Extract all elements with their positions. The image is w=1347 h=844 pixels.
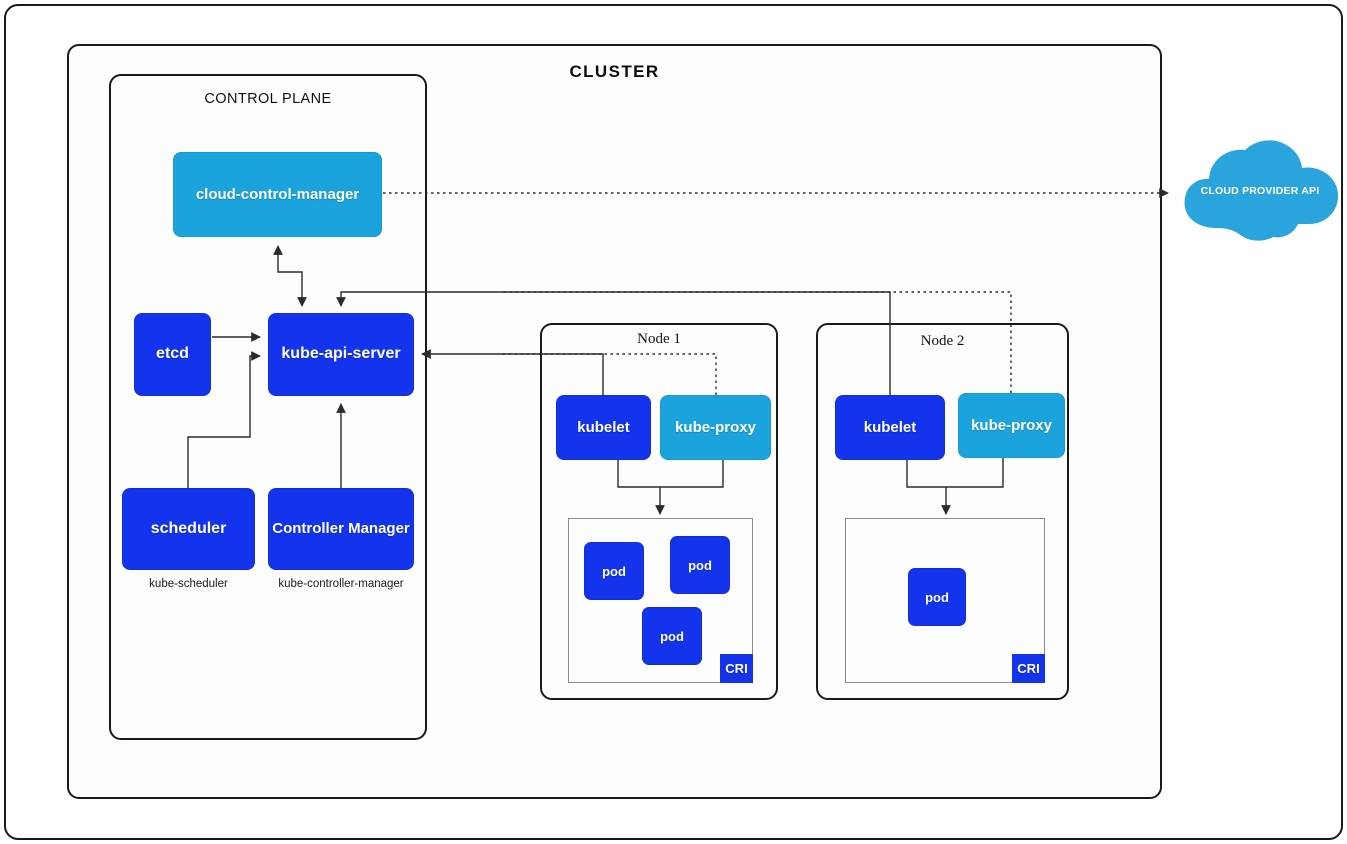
kube-api-server-box[interactable]: kube-api-server (268, 313, 414, 396)
node-2-title: Node 2 (920, 333, 965, 349)
cloud-icon (1184, 140, 1339, 241)
kube-controller-manager-sublabel: kube-controller-manager (278, 578, 404, 590)
control-plane-title: CONTROL PLANE (204, 91, 332, 107)
node-1-pod-1[interactable]: pod (584, 542, 644, 600)
node-1-kube-proxy-box[interactable]: kube-proxy (660, 395, 771, 460)
controller-manager-box[interactable]: Controller Manager (268, 488, 414, 570)
cluster-title: CLUSTER (569, 62, 660, 81)
node-2-kubelet-box[interactable]: kubelet (835, 395, 945, 460)
node-2-kube-proxy-box[interactable]: kube-proxy (958, 393, 1065, 458)
node-2-pod-1[interactable]: pod (908, 568, 966, 626)
node-1-cri-badge: CRI (720, 654, 753, 683)
node-1-pod-2[interactable]: pod (670, 536, 730, 594)
etcd-box[interactable]: etcd (134, 313, 211, 396)
kube-scheduler-sublabel: kube-scheduler (149, 578, 228, 590)
node-1-title: Node 1 (637, 331, 681, 347)
node-1-kubelet-box[interactable]: kubelet (556, 395, 651, 460)
node-2-cri-badge: CRI (1012, 654, 1045, 683)
cloud-provider-api-shape[interactable] (1172, 132, 1347, 257)
scheduler-box[interactable]: scheduler (122, 488, 255, 570)
node-1-pod-3[interactable]: pod (642, 607, 702, 665)
cloud-control-manager-box[interactable]: cloud-control-manager (173, 152, 382, 237)
cloud-provider-api-label: CLOUD PROVIDER API (1200, 185, 1320, 197)
